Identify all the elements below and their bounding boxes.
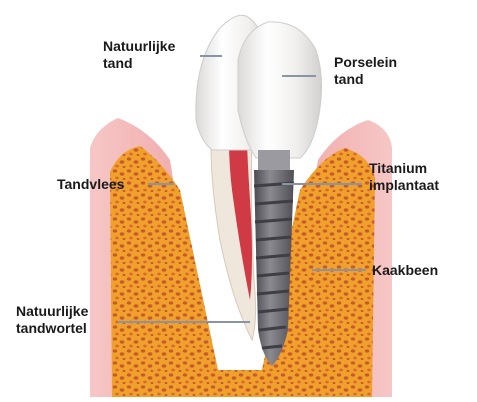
- implant-abutment: [258, 150, 290, 172]
- label-porcelain-tooth-line2: tand: [334, 71, 397, 88]
- label-gum-line1: Tandvlees: [57, 176, 124, 193]
- label-natural-root-line1: Natuurlijke: [16, 303, 88, 320]
- label-natural-tooth: Natuurlijke tand: [103, 38, 175, 72]
- label-porcelain-tooth: Porselein tand: [334, 54, 397, 88]
- label-jawbone: Kaakbeen: [372, 262, 438, 279]
- porcelain-crown: [238, 22, 322, 158]
- label-natural-root-line2: tandwortel: [16, 320, 88, 337]
- label-titanium-implant-line1: Titanium: [369, 160, 439, 177]
- label-jawbone-line1: Kaakbeen: [372, 262, 438, 279]
- label-porcelain-tooth-line1: Porselein: [334, 54, 397, 71]
- label-natural-tooth-line2: tand: [103, 55, 175, 72]
- label-titanium-implant-line2: implantaat: [369, 177, 439, 194]
- label-natural-root: Natuurlijke tandwortel: [16, 303, 88, 337]
- label-titanium-implant: Titanium implantaat: [369, 160, 439, 194]
- label-gum: Tandvlees: [57, 176, 124, 193]
- label-natural-tooth-line1: Natuurlijke: [103, 38, 175, 55]
